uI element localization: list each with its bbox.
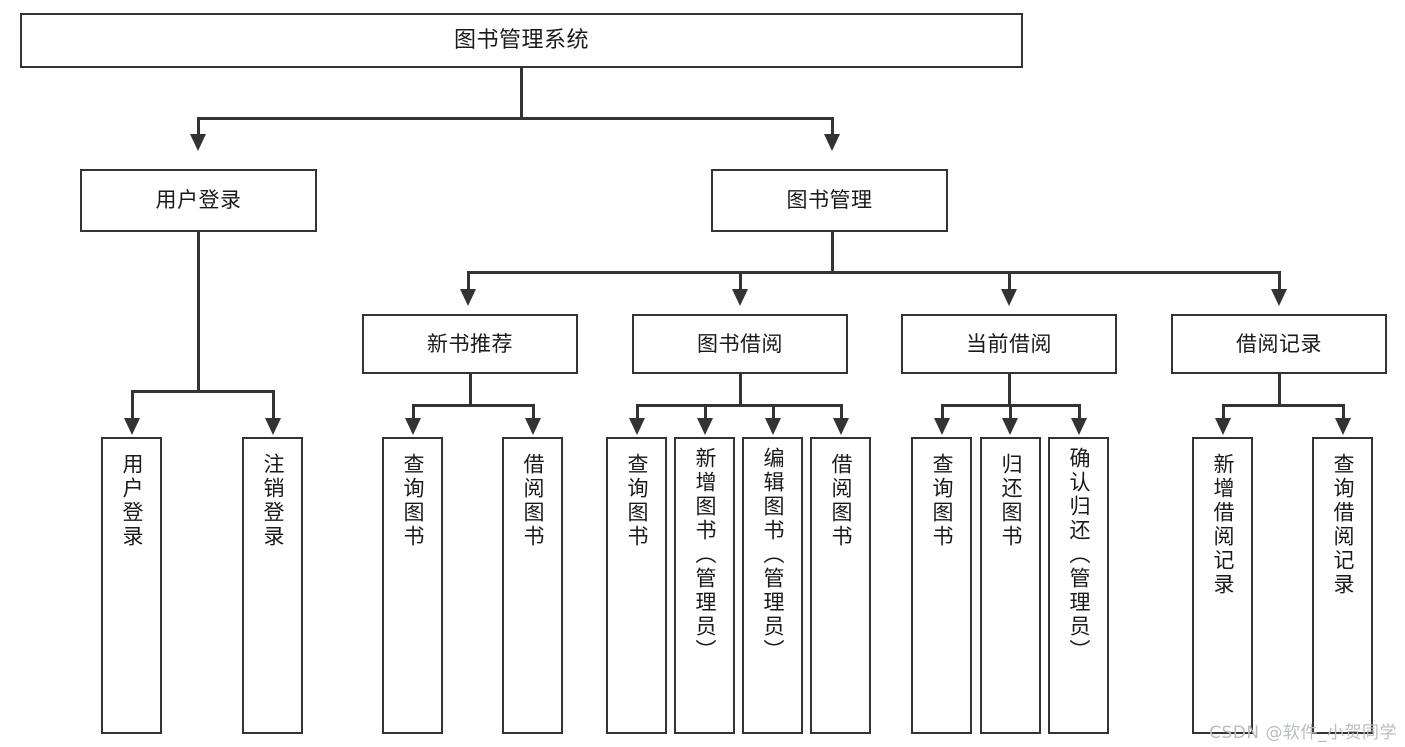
arrow-to-user-login <box>190 134 206 151</box>
node-label: 借阅记录 <box>1236 331 1322 356</box>
arrow-to-current-borrow <box>1001 289 1017 306</box>
leaf-currentborrow-confirm-return-admin[interactable]: 确认归还（管理员） <box>1048 437 1109 734</box>
connector-bookmgmt-drop-2 <box>739 271 742 291</box>
connector-borrowrecord-bar <box>1222 404 1345 407</box>
connector-borrowrecord-stem <box>1278 374 1281 406</box>
node-label: 归还图书 <box>999 453 1023 549</box>
node-label: 当前借阅 <box>966 331 1052 356</box>
leaf-newbook-query-book[interactable]: 查询图书 <box>382 437 443 734</box>
node-label: 用户登录 <box>120 453 144 549</box>
node-label: 新增借阅记录 <box>1211 453 1235 597</box>
node-label: 用户登录 <box>155 188 242 213</box>
node-label: 编辑图书（管理员） <box>761 447 785 663</box>
connector-newbook-bar <box>412 404 535 407</box>
connector-currentborrow-drop-3 <box>1078 404 1081 420</box>
connector-newbook-stem <box>469 374 472 406</box>
arrow-to-book-borrow <box>732 289 748 306</box>
connector-borrowrecord-drop-2 <box>1342 404 1345 420</box>
leaf-borrowrecord-query-record[interactable]: 查询借阅记录 <box>1312 437 1373 734</box>
connector-root-stem <box>520 68 523 118</box>
arrow-to-borrow-record <box>1271 289 1287 306</box>
arrow-to-newbook-leaf-2 <box>525 418 541 435</box>
connector-bookmgmt-drop-3 <box>1008 271 1011 291</box>
node-label: 新增图书（管理员） <box>693 447 717 663</box>
arrow-to-borrowrecord-leaf-1 <box>1215 418 1231 435</box>
connector-userlogin-stem <box>197 232 200 392</box>
node-label: 确认归还（管理员） <box>1067 447 1091 663</box>
node-label: 借阅图书 <box>521 453 545 549</box>
connector-bookmgmt-drop-1 <box>467 271 470 291</box>
node-label: 查询图书 <box>930 453 954 549</box>
leaf-logout[interactable]: 注销登录 <box>242 437 303 734</box>
connector-bookborrow-stem <box>739 374 742 406</box>
arrow-to-leaf-user-login <box>124 418 140 435</box>
node-label: 图书管理系统 <box>453 27 589 53</box>
leaf-bookborrow-query-book[interactable]: 查询图书 <box>606 437 667 734</box>
connector-root-drop-left <box>197 117 200 137</box>
node-label: 查询借阅记录 <box>1331 453 1355 597</box>
leaf-bookborrow-edit-book-admin[interactable]: 编辑图书（管理员） <box>742 437 803 734</box>
node-label: 注销登录 <box>261 453 285 549</box>
connector-userlogin-drop-1 <box>131 390 134 420</box>
node-label: 图书管理 <box>786 188 873 213</box>
node-label: 图书借阅 <box>697 331 783 356</box>
arrow-to-newbook-leaf-1 <box>405 418 421 435</box>
connector-root-drop-right <box>831 117 834 137</box>
leaf-newbook-borrow-book[interactable]: 借阅图书 <box>502 437 563 734</box>
node-book-management[interactable]: 图书管理 <box>711 169 948 232</box>
connector-bookborrow-drop-2 <box>704 404 707 420</box>
arrow-to-currentborrow-leaf-2 <box>1002 418 1018 435</box>
connector-bookborrow-drop-4 <box>840 404 843 420</box>
node-new-book-recommend[interactable]: 新书推荐 <box>362 314 578 374</box>
arrow-to-bookborrow-leaf-4 <box>833 418 849 435</box>
leaf-bookborrow-add-book-admin[interactable]: 新增图书（管理员） <box>674 437 735 734</box>
node-user-login[interactable]: 用户登录 <box>80 169 317 232</box>
leaf-borrowrecord-add-record[interactable]: 新增借阅记录 <box>1192 437 1253 734</box>
leaf-currentborrow-return-book[interactable]: 归还图书 <box>980 437 1041 734</box>
node-label: 查询图书 <box>625 453 649 549</box>
arrow-to-currentborrow-leaf-3 <box>1071 418 1087 435</box>
connector-bookborrow-bar <box>636 404 842 407</box>
node-label: 借阅图书 <box>829 453 853 549</box>
leaf-bookborrow-borrow-book[interactable]: 借阅图书 <box>810 437 871 734</box>
arrow-to-bookborrow-leaf-1 <box>629 418 645 435</box>
connector-bookborrow-drop-1 <box>636 404 639 420</box>
leaf-user-login[interactable]: 用户登录 <box>101 437 162 734</box>
node-label: 新书推荐 <box>427 331 513 356</box>
connector-borrowrecord-drop-1 <box>1222 404 1225 420</box>
arrow-to-borrowrecord-leaf-2 <box>1335 418 1351 435</box>
leaf-currentborrow-query-book[interactable]: 查询图书 <box>911 437 972 734</box>
connector-bookborrow-drop-3 <box>772 404 775 420</box>
arrow-to-book-manage <box>824 134 840 151</box>
watermark: CSDN @软件_小贺同学 <box>1209 723 1397 743</box>
arrow-to-bookborrow-leaf-2 <box>697 418 713 435</box>
connector-userlogin-drop-2 <box>272 390 275 420</box>
connector-bookmgmt-stem <box>831 232 834 273</box>
connector-newbook-drop-1 <box>412 404 415 420</box>
connector-bookmgmt-bar <box>467 271 1281 274</box>
arrow-to-bookborrow-leaf-3 <box>765 418 781 435</box>
arrow-to-leaf-logout <box>265 418 281 435</box>
node-borrow-record[interactable]: 借阅记录 <box>1171 314 1387 374</box>
connector-root-bar <box>197 117 833 120</box>
arrow-to-currentborrow-leaf-1 <box>934 418 950 435</box>
connector-currentborrow-drop-2 <box>1009 404 1012 420</box>
connector-currentborrow-drop-1 <box>941 404 944 420</box>
arrow-to-new-book <box>460 289 476 306</box>
node-current-borrow[interactable]: 当前借阅 <box>901 314 1117 374</box>
node-label: 查询图书 <box>401 453 425 549</box>
connector-newbook-drop-2 <box>532 404 535 420</box>
connector-userlogin-bar <box>131 390 274 393</box>
connector-bookmgmt-drop-4 <box>1278 271 1281 291</box>
connector-currentborrow-stem <box>1008 374 1011 406</box>
node-root-system[interactable]: 图书管理系统 <box>20 13 1023 68</box>
node-book-borrow[interactable]: 图书借阅 <box>632 314 848 374</box>
